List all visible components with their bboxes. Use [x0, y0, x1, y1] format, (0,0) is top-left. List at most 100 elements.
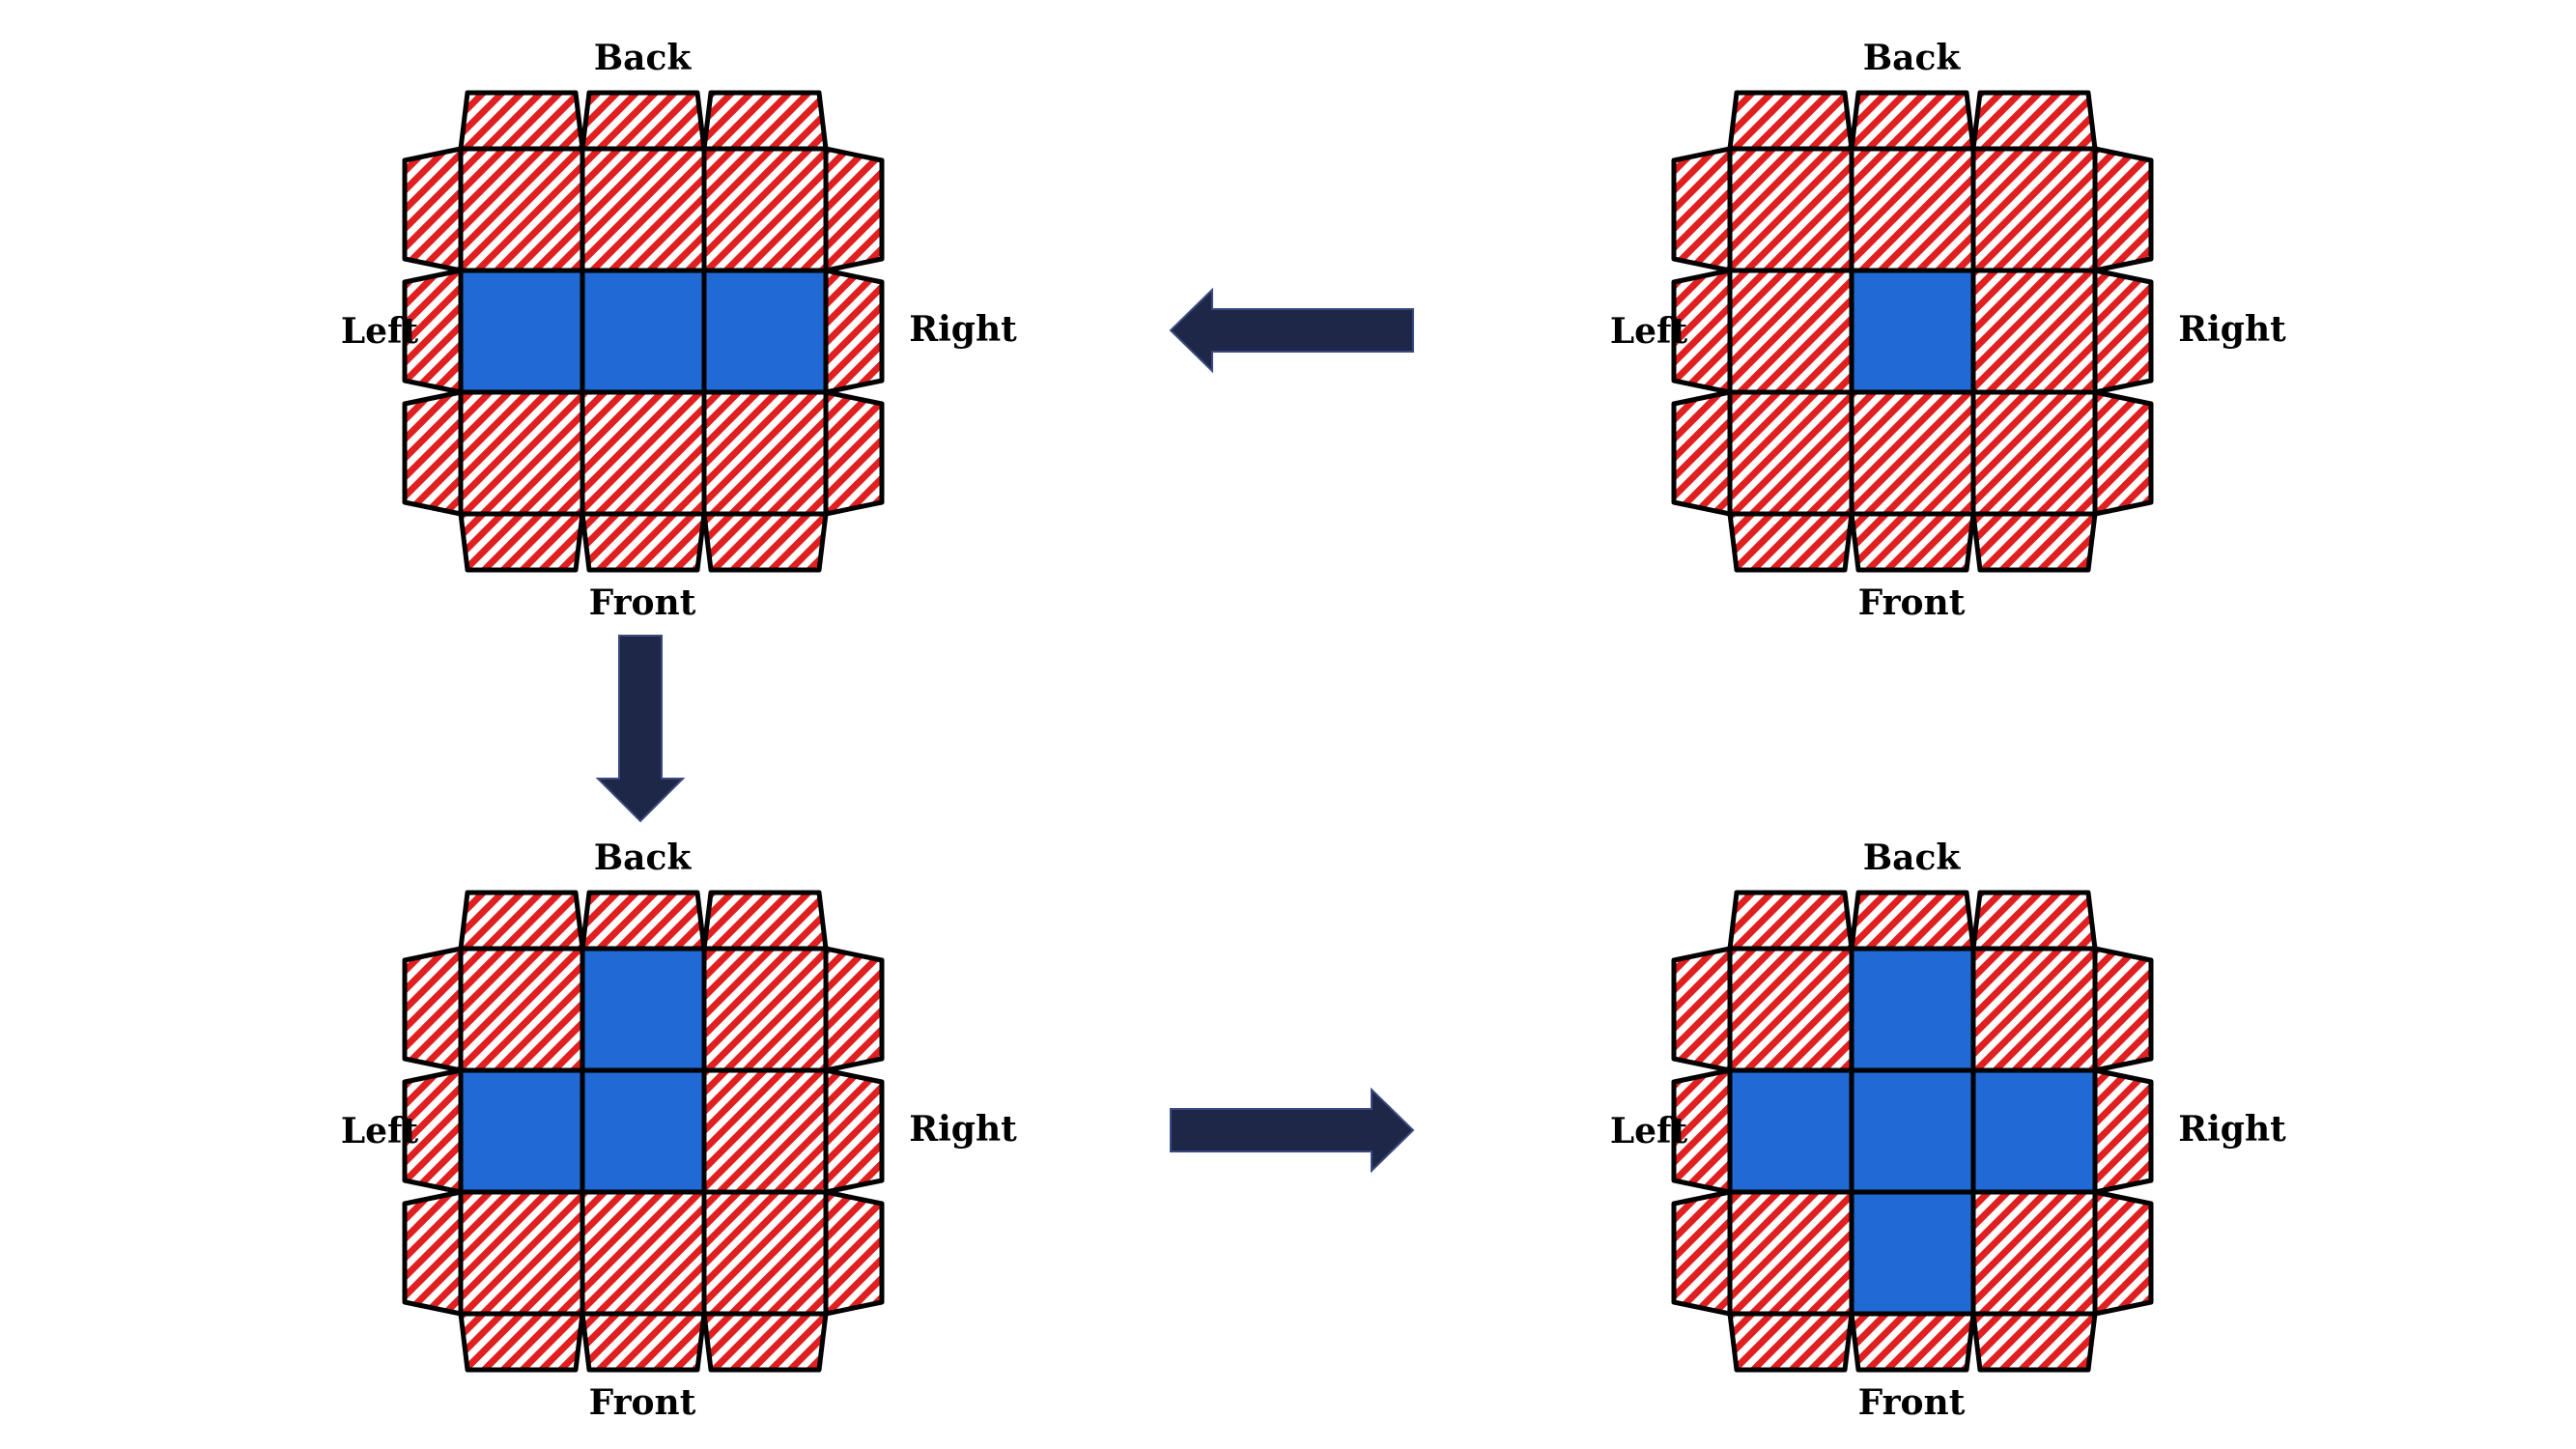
back-side-sticker-2 — [580, 890, 707, 952]
face-top-left: Back Front Left Right — [341, 38, 1017, 623]
front-side-sticker-2 — [1849, 511, 1976, 573]
solved-facelet-5 — [701, 268, 829, 395]
label-front: Front — [589, 582, 696, 623]
label-left: Left — [341, 311, 419, 352]
label-back: Back — [594, 838, 693, 878]
front-side-sticker-1 — [1727, 511, 1854, 573]
right-side-sticker-3 — [2092, 1189, 2154, 1317]
label-left: Left — [1610, 311, 1688, 352]
left-side-sticker-1 — [402, 946, 464, 1073]
unsolved-facelet-1 — [1849, 146, 1976, 273]
unsolved-facelet-8 — [701, 1189, 829, 1317]
left-side-sticker-3 — [402, 1189, 464, 1317]
unsolved-facelet-0 — [1727, 146, 1854, 273]
unsolved-facelet-2 — [1970, 146, 2098, 273]
back-side-sticker-1 — [1727, 90, 1854, 152]
right-side-sticker-3 — [823, 389, 885, 517]
front-side-sticker-1 — [1727, 1311, 1854, 1373]
unsolved-facelet-6 — [458, 389, 585, 517]
right-side-sticker-1 — [823, 146, 885, 273]
solved-facelet-3 — [458, 1067, 585, 1195]
label-left: Left — [341, 1111, 419, 1151]
front-side-sticker-2 — [580, 1311, 707, 1373]
unsolved-facelet-5 — [1970, 268, 2098, 395]
front-side-sticker-3 — [1970, 1311, 2098, 1373]
label-back: Back — [1863, 38, 1962, 78]
label-right: Right — [2178, 309, 2286, 350]
back-side-sticker-2 — [1849, 890, 1976, 952]
solved-facelet-5 — [1970, 1067, 2098, 1195]
solved-facelet-4 — [1849, 268, 1976, 395]
face-top-right: Back Front Left Right — [1610, 38, 2286, 623]
solved-facelet-7 — [1849, 1189, 1976, 1317]
unsolved-facelet-1 — [580, 146, 707, 273]
label-back: Back — [594, 38, 693, 78]
right-side-sticker-1 — [2092, 146, 2154, 273]
right-side-sticker-2 — [2092, 1067, 2154, 1195]
back-side-sticker-3 — [701, 890, 829, 952]
left-side-sticker-3 — [1671, 389, 1733, 517]
arrow-down — [595, 635, 686, 823]
front-side-sticker-3 — [1970, 511, 2098, 573]
unsolved-facelet-2 — [1970, 946, 2098, 1073]
unsolved-facelet-7 — [580, 389, 707, 517]
right-side-sticker-3 — [823, 1189, 885, 1317]
back-side-sticker-1 — [1727, 890, 1854, 952]
solved-facelet-1 — [580, 946, 707, 1073]
arrow-right — [1170, 1087, 1415, 1174]
back-side-sticker-1 — [458, 90, 585, 152]
unsolved-facelet-7 — [580, 1189, 707, 1317]
unsolved-facelet-6 — [458, 1189, 585, 1317]
label-front: Front — [589, 1382, 696, 1423]
unsolved-facelet-6 — [1727, 1189, 1854, 1317]
unsolved-facelet-8 — [1970, 1189, 2098, 1317]
left-side-sticker-1 — [1671, 146, 1733, 273]
face-bottom-left: Back Front Left Right — [341, 838, 1017, 1423]
right-side-sticker-1 — [2092, 946, 2154, 1073]
unsolved-facelet-8 — [701, 389, 829, 517]
unsolved-facelet-5 — [701, 1067, 829, 1195]
unsolved-facelet-0 — [458, 946, 585, 1073]
solved-facelet-4 — [580, 268, 707, 395]
back-side-sticker-2 — [580, 90, 707, 152]
back-side-sticker-3 — [1970, 890, 2098, 952]
label-front: Front — [1858, 1382, 1966, 1423]
solved-facelet-3 — [458, 268, 585, 395]
label-front: Front — [1858, 582, 1966, 623]
left-side-sticker-1 — [402, 146, 464, 273]
back-side-sticker-3 — [1970, 90, 2098, 152]
solved-facelet-4 — [580, 1067, 707, 1195]
solved-facelet-3 — [1727, 1067, 1854, 1195]
left-side-sticker-1 — [1671, 946, 1733, 1073]
arrow-left — [1169, 287, 1414, 374]
label-right: Right — [909, 1109, 1017, 1150]
right-side-sticker-2 — [823, 268, 885, 395]
unsolved-facelet-3 — [1727, 268, 1854, 395]
unsolved-facelet-0 — [1727, 946, 1854, 1073]
right-side-sticker-2 — [823, 1067, 885, 1195]
label-right: Right — [2178, 1109, 2286, 1150]
front-side-sticker-1 — [458, 1311, 585, 1373]
front-side-sticker-2 — [1849, 1311, 1976, 1373]
front-side-sticker-3 — [701, 511, 829, 573]
right-side-sticker-1 — [823, 946, 885, 1073]
label-left: Left — [1610, 1111, 1688, 1151]
unsolved-facelet-7 — [1849, 389, 1976, 517]
unsolved-facelet-6 — [1727, 389, 1854, 517]
front-side-sticker-2 — [580, 511, 707, 573]
front-side-sticker-3 — [701, 1311, 829, 1373]
solved-facelet-1 — [1849, 946, 1976, 1073]
back-side-sticker-2 — [1849, 90, 1976, 152]
unsolved-facelet-2 — [701, 146, 829, 273]
left-side-sticker-3 — [1671, 1189, 1733, 1317]
solved-facelet-4 — [1849, 1067, 1976, 1195]
back-side-sticker-1 — [458, 890, 585, 952]
unsolved-facelet-2 — [701, 946, 829, 1073]
right-side-sticker-3 — [2092, 389, 2154, 517]
back-side-sticker-3 — [701, 90, 829, 152]
face-bottom-right: Back Front Left Right — [1610, 838, 2286, 1423]
unsolved-facelet-0 — [458, 146, 585, 273]
front-side-sticker-1 — [458, 511, 585, 573]
right-side-sticker-2 — [2092, 268, 2154, 395]
